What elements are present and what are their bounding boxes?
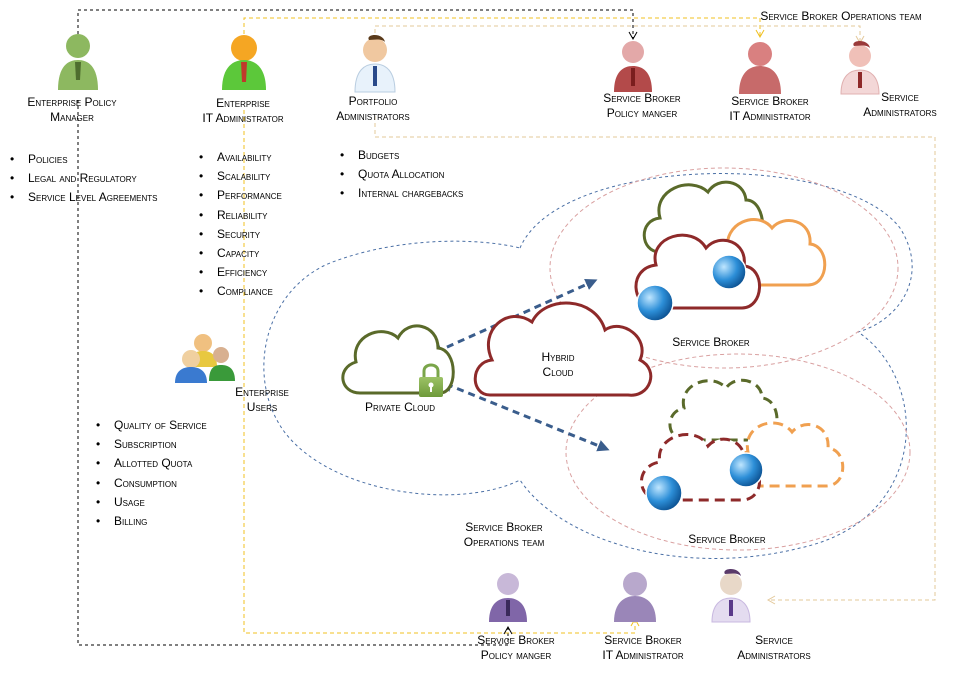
sb-it-admin-top-label: Service Broker IT Administrator xyxy=(729,94,811,123)
sb-admins-top-icon xyxy=(840,41,880,95)
enterprise-policy-manager-label: Enterprise Policy Manager xyxy=(27,95,117,124)
sb-admins-bottom-icon xyxy=(711,569,751,623)
black-connector-lines xyxy=(77,9,634,646)
list-item: Allotted Quota xyxy=(94,454,207,473)
list-item: Reliability xyxy=(197,206,282,225)
it-admin-responsibilities-list: Availability Scalability Performance Rel… xyxy=(197,148,282,302)
sb-admins-top-label: Service Administrators xyxy=(863,90,937,119)
list-item: Policies xyxy=(8,150,157,169)
top-operations-team-label: Service Broker Operations team xyxy=(760,9,922,23)
enterprise-users-label: Enterprise Users xyxy=(235,385,289,414)
enterprise-users-icon xyxy=(175,334,235,383)
list-item: Quality of Service xyxy=(94,416,207,435)
globe-icon xyxy=(636,284,674,322)
sb-it-admin-bottom-icon xyxy=(614,572,656,622)
yellow-connector-lines xyxy=(243,17,761,634)
list-item: Security xyxy=(197,225,282,244)
sb-policy-manager-bottom-icon xyxy=(489,573,527,622)
green-cloud-bottom xyxy=(668,378,779,442)
sb-policy-manager-top-label: Service Broker Policy manger xyxy=(603,91,681,120)
list-item: Availability xyxy=(197,148,282,167)
list-item: Internal chargebacks xyxy=(338,184,463,203)
sb-admins-bottom-label: Service Administrators xyxy=(737,633,811,662)
lock-icon xyxy=(419,363,443,397)
hybrid-region-outline xyxy=(263,173,913,559)
portfolio-admins-label: Portfolio Administrators xyxy=(336,94,410,123)
hybrid-cloud-label: Hybrid Cloud xyxy=(541,350,575,379)
tan-connector-lines xyxy=(374,25,936,601)
private-cloud-shape xyxy=(341,324,455,395)
list-item: Capacity xyxy=(197,244,282,263)
list-item: Scalability xyxy=(197,167,282,186)
sb-it-admin-bottom-label: Service Broker IT Administrator xyxy=(602,633,684,662)
list-item: Quota Allocation xyxy=(338,165,463,184)
portfolio-admins-icon xyxy=(354,35,396,93)
list-item: Compliance xyxy=(197,282,282,301)
user-concerns-list: Quality of Service Subscription Allotted… xyxy=(94,416,207,531)
list-item: Budgets xyxy=(338,146,463,165)
enterprise-it-admin-icon xyxy=(222,35,266,90)
enterprise-it-admin-label: Enterprise IT Administrator xyxy=(202,96,284,125)
service-broker-top-label: Service Broker xyxy=(672,335,750,349)
globe-icon xyxy=(728,452,764,488)
list-item: Consumption xyxy=(94,474,207,493)
globe-icon xyxy=(645,474,683,512)
broker-region-top xyxy=(549,167,899,369)
sb-policy-manager-top-icon xyxy=(614,41,652,92)
list-item: Usage xyxy=(94,493,207,512)
globe-icon xyxy=(711,254,747,290)
policy-responsibilities-list: Policies Legal and Regulatory Service Le… xyxy=(8,150,157,208)
private-cloud-label: Private Cloud xyxy=(365,400,435,414)
portfolio-responsibilities-list: Budgets Quota Allocation Internal charge… xyxy=(338,146,463,204)
hybrid-cloud-shape xyxy=(473,301,653,397)
sb-policy-manager-bottom-label: Service Broker Policy manger xyxy=(477,633,555,662)
service-broker-bottom-label: Service Broker xyxy=(688,532,766,546)
arrow-private-to-broker-bottom xyxy=(440,380,610,452)
bottom-operations-team-label: Service Broker Operations team xyxy=(463,520,545,549)
broker-region-bottom xyxy=(565,353,911,551)
list-item: Efficiency xyxy=(197,263,282,282)
list-item: Performance xyxy=(197,186,282,205)
list-item: Billing xyxy=(94,512,207,531)
enterprise-policy-manager-icon xyxy=(58,34,98,90)
sb-it-admin-top-icon xyxy=(739,42,781,94)
list-item: Subscription xyxy=(94,435,207,454)
list-item: Legal and Regulatory xyxy=(8,169,157,188)
list-item: Service Level Agreements xyxy=(8,188,157,207)
